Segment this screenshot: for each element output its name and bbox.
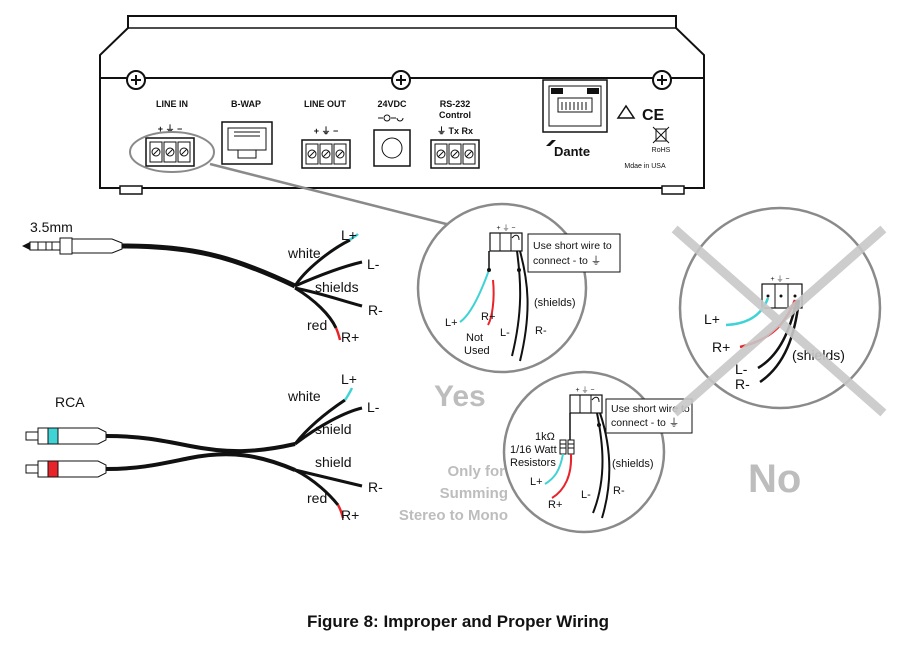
dante-port xyxy=(542,79,608,133)
detail-summing-shields: (shields) xyxy=(612,458,654,470)
rca-plug-white-icon xyxy=(25,427,107,445)
detail-summing-lminus: L- xyxy=(581,489,591,501)
line-in-terminal xyxy=(145,137,195,167)
rca-plug-red-icon xyxy=(25,460,107,478)
wire-label-rminus: R- xyxy=(368,302,383,318)
detail-no-pin-labels: + ⏚ − xyxy=(770,275,789,283)
x-mark-icon xyxy=(671,225,887,417)
detail-yes-not-used-2: Used xyxy=(464,345,490,357)
bwap-port xyxy=(221,121,273,165)
detail-yes-lminus: L- xyxy=(500,327,510,339)
detail-no-lplus: L+ xyxy=(704,311,720,327)
dante-logo: Dante xyxy=(546,140,590,159)
detail-summing-lplus: L+ xyxy=(530,476,543,488)
power-label: 24VDC xyxy=(377,99,407,109)
rs232-label: RS-232 xyxy=(440,99,471,109)
device-rear-panel: LINE IN B-WAP LINE OUT 24VDC RS-232 Cont… xyxy=(99,15,705,195)
detail-no-circle: + ⏚ − L+ R+ L- R- (shields) xyxy=(671,206,887,417)
screw-icon xyxy=(126,70,146,90)
wire-label-lminus: L- xyxy=(367,256,380,272)
detail-summing-circle: + ⏚ − Use short wire to connect - to ⏚ 1… xyxy=(502,370,693,534)
rca-label: RCA xyxy=(55,394,85,410)
detail-yes-not-used-1: Not xyxy=(466,332,483,344)
safety-mark-icon xyxy=(616,104,636,119)
weee-bin-icon xyxy=(652,126,670,144)
detail-summing-resistor-3: Resistors xyxy=(510,457,556,469)
rca-wire-label-lplus: L+ xyxy=(341,371,357,387)
detail-no-lminus: L- xyxy=(735,361,748,377)
svg-text:Dante: Dante xyxy=(554,144,590,159)
rohs-label: RoHS xyxy=(652,147,671,154)
detail-no-rplus: R+ xyxy=(712,339,730,355)
rca-cable xyxy=(25,387,363,519)
rca-wire-label-rminus: R- xyxy=(368,479,383,495)
detail-summing-terminal xyxy=(569,394,603,414)
line-in-pin-labels: + ⏚ − xyxy=(158,124,183,134)
detail-summing-note-line-1: Use short wire to xyxy=(611,403,690,415)
mini-jack-label: 3.5mm xyxy=(30,219,73,235)
line-in-highlight xyxy=(129,131,215,173)
detail-yes-rminus: R- xyxy=(535,325,547,337)
power-jack xyxy=(373,114,411,167)
detail-summing-rminus: R- xyxy=(613,485,625,497)
rs232-sub-label: Control xyxy=(439,110,471,120)
rs232-pin-labels: ⏚ Tx Rx xyxy=(437,126,473,136)
screw-icon xyxy=(652,70,672,90)
detail-yes-terminal xyxy=(489,232,523,252)
made-in-label: Mdae in USA xyxy=(624,163,666,170)
callout-line xyxy=(209,162,463,230)
wire-label-white: white xyxy=(287,245,321,261)
detail-summing-pin-labels: + ⏚ − xyxy=(575,386,594,394)
detail-yes-circle: + ⏚ − Use short wire to connect - to ⏚ L… xyxy=(416,202,621,374)
screw-icon xyxy=(391,70,411,90)
line-out-pin-labels: + ⏚ − xyxy=(314,126,339,136)
detail-yes-shields: (shields) xyxy=(534,297,576,309)
mini-jack-cable xyxy=(22,233,363,341)
detail-summing-note-line-2: connect - to ⏚ xyxy=(611,417,679,429)
detail-yes-rplus: R+ xyxy=(481,311,495,323)
line-in-label: LINE IN xyxy=(156,99,188,109)
rs232-terminal xyxy=(430,139,480,169)
detail-yes-lplus: L+ xyxy=(445,317,458,329)
verdict-yes: Yes xyxy=(434,380,486,413)
mini-jack-plug-icon xyxy=(22,237,123,255)
rca-wire-label-white: white xyxy=(287,388,321,404)
bwap-label: B-WAP xyxy=(231,99,261,109)
detail-no-rminus: R- xyxy=(735,376,750,392)
rca-wire-label-shield-1: shield xyxy=(315,421,352,437)
detail-yes-note-line-1: Use short wire to xyxy=(533,240,612,252)
detail-summing-rplus: R+ xyxy=(548,499,562,511)
rca-wire-label-rplus: R+ xyxy=(341,507,359,523)
detail-summing-resistor-2: 1/16 Watt xyxy=(510,444,557,456)
wire-label-rplus: R+ xyxy=(341,329,359,345)
wire-label-red: red xyxy=(307,317,327,333)
ce-mark: CE xyxy=(642,107,665,124)
verdict-no: No xyxy=(748,457,801,501)
summing-caption-1: Only for xyxy=(447,463,505,480)
detail-yes-note-line-2: connect - to ⏚ xyxy=(533,255,601,267)
summing-caption-2: Summing xyxy=(440,485,508,502)
wire-label-lplus: L+ xyxy=(341,227,357,243)
line-out-terminal xyxy=(301,139,351,169)
line-out-label: LINE OUT xyxy=(304,99,347,109)
rca-wire-label-lminus: L- xyxy=(367,399,380,415)
rca-wire-label-red: red xyxy=(307,490,327,506)
detail-summing-resistor-1: 1kΩ xyxy=(535,431,555,443)
detail-yes-pin-labels: + ⏚ − xyxy=(496,224,515,232)
wire-label-shields: shields xyxy=(315,279,359,295)
summing-caption-3: Stereo to Mono xyxy=(399,507,508,524)
figure-caption: Figure 8: Improper and Proper Wiring xyxy=(306,612,610,631)
rca-wire-label-shield-2: shield xyxy=(315,454,352,470)
